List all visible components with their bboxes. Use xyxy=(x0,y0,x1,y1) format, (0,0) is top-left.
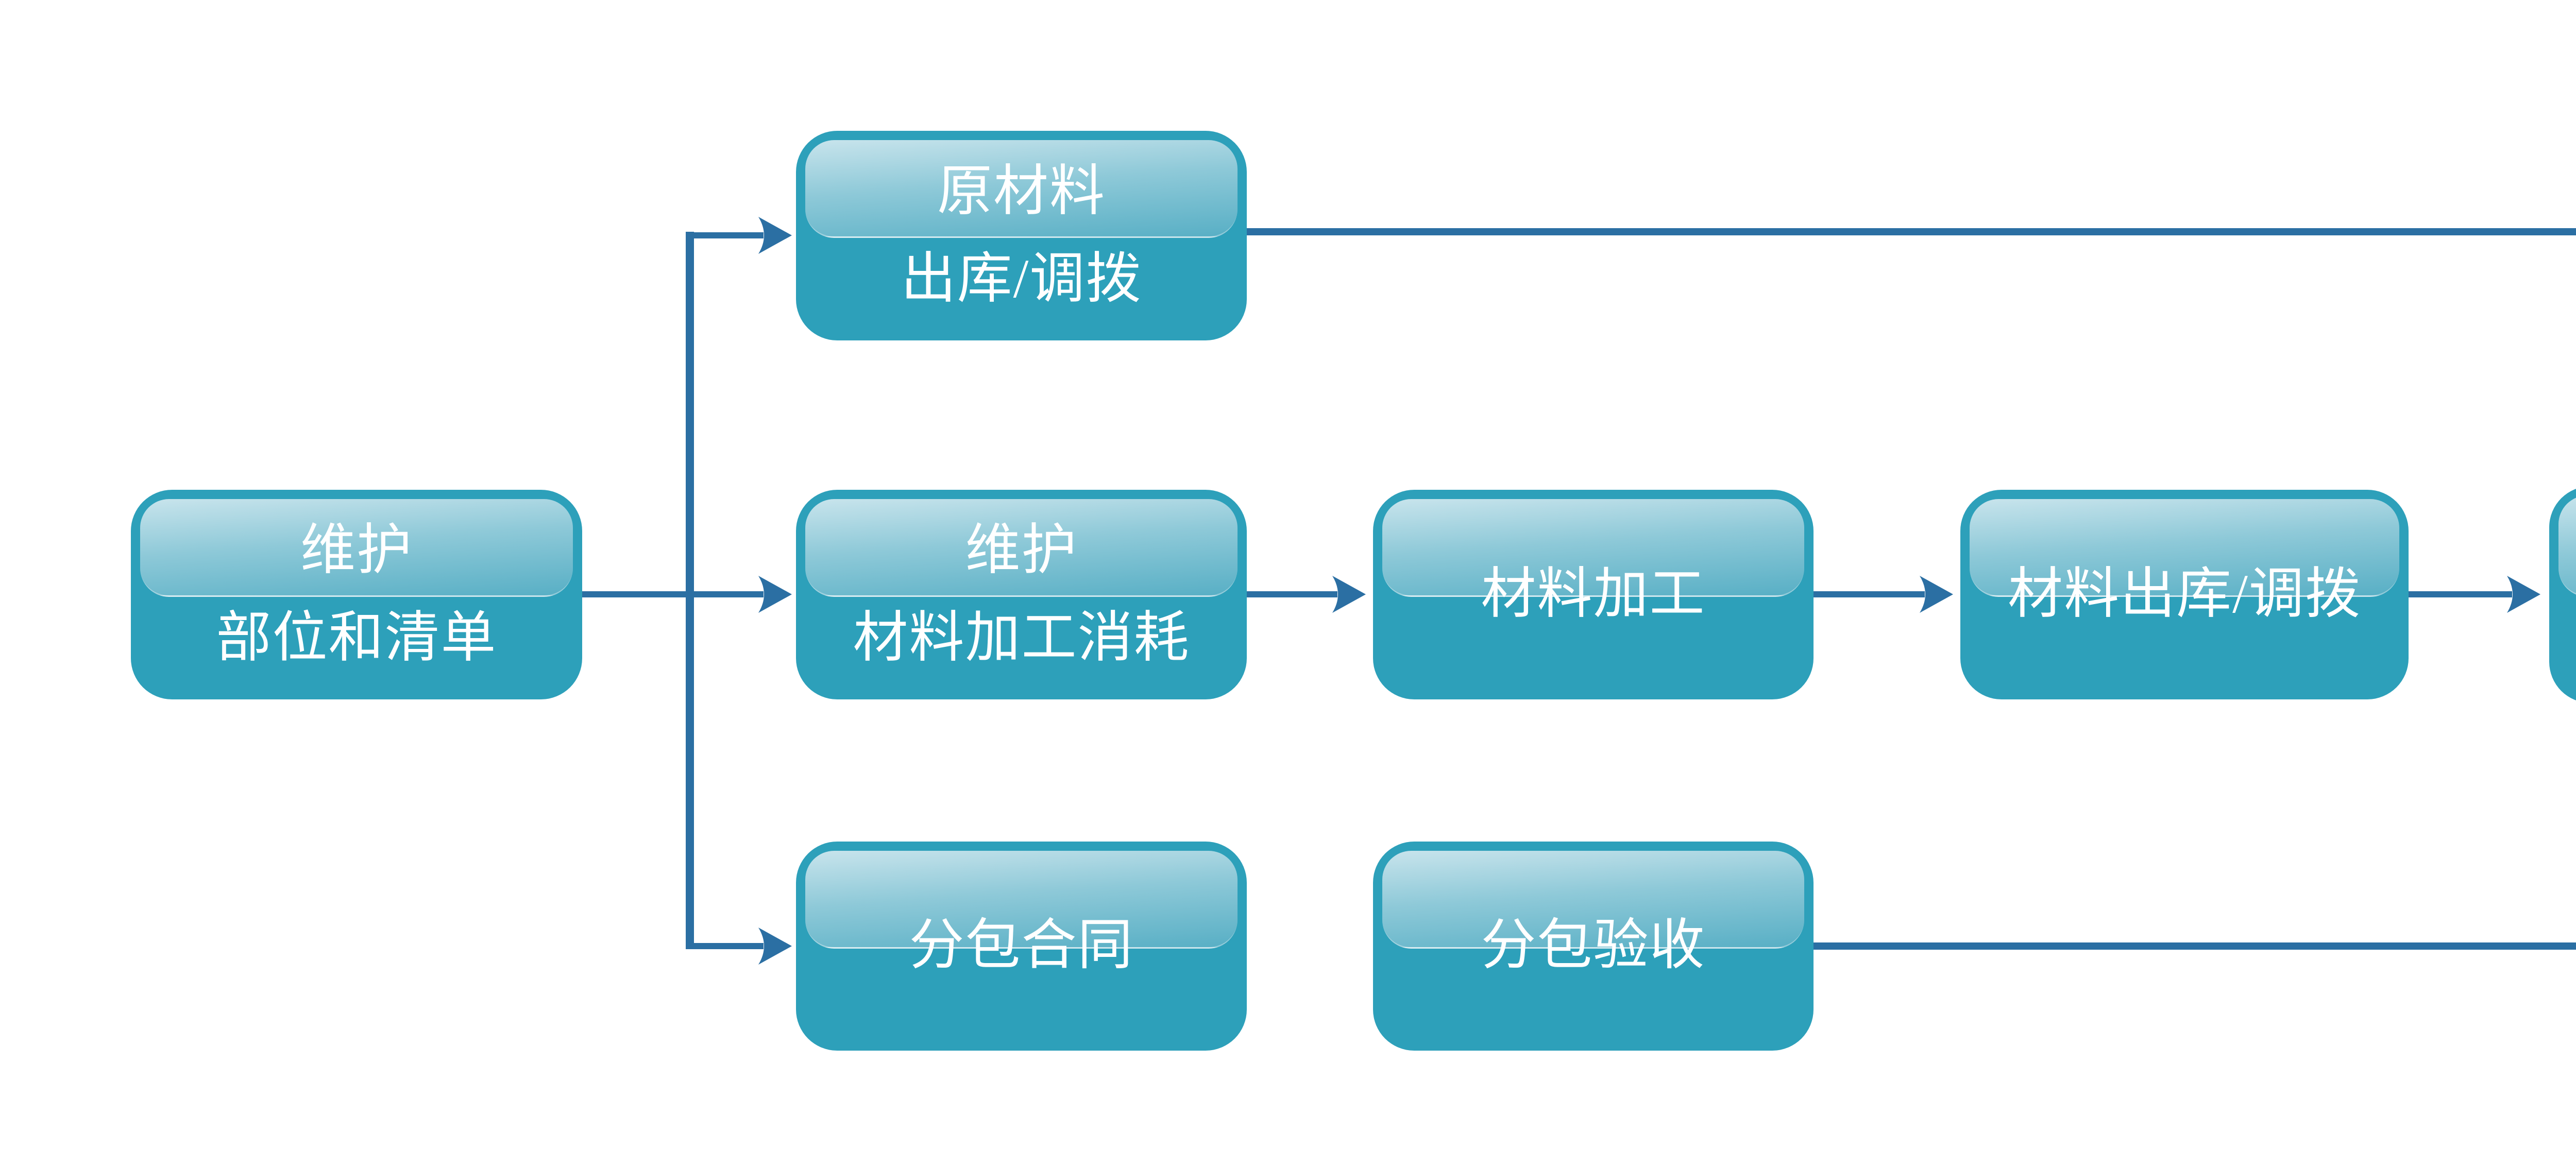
node-material-outbound-transfer: 材料出库/调拨 xyxy=(1960,490,2409,699)
node-label: 分包合同 xyxy=(909,915,1134,976)
arrowhead-into-progress-left xyxy=(2507,576,2540,613)
node-maintain-parts-list: 维护 部位和清单 xyxy=(131,490,582,699)
arrowhead-into-raw-material xyxy=(758,217,792,254)
gloss-highlight xyxy=(1382,499,1804,597)
node-label: 材料出库/调拨 xyxy=(2008,563,2361,625)
gloss-highlight xyxy=(140,499,573,597)
node-label: 维护 材料加工消耗 xyxy=(853,520,1190,668)
gloss-highlight xyxy=(805,140,1238,238)
node-label: 维护 部位和清单 xyxy=(216,520,497,668)
arrowhead-into-maintain-consume xyxy=(758,576,792,613)
node-label: 原材料 出库/调拨 xyxy=(901,161,1142,310)
node-subcontract-contract: 分包合同 xyxy=(796,842,1247,1051)
gloss-highlight xyxy=(1970,499,2399,597)
node-raw-material-outbound: 原材料 出库/调拨 xyxy=(796,131,1247,340)
arrowhead-into-material-processing xyxy=(1332,576,1366,613)
route-bottom-line xyxy=(1814,942,2576,950)
arrowhead-into-subcontract xyxy=(758,928,792,965)
node-label: 工程进度分析 xyxy=(2549,486,2576,703)
gloss-highlight xyxy=(805,851,1238,949)
node-subcontract-acceptance: 分包验收 xyxy=(1373,842,1814,1051)
node-material-processing: 材料加工 xyxy=(1373,490,1814,699)
node-maintenance-material-consumption: 维护 材料加工消耗 xyxy=(796,490,1247,699)
route-top-line xyxy=(1247,228,2576,235)
node-label: 材料加工 xyxy=(1481,563,1706,625)
arrowhead-into-material-outbound xyxy=(1920,576,1953,613)
node-project-progress-analysis: 工程进度分析 xyxy=(2549,486,2576,703)
gloss-highlight xyxy=(1382,851,1804,949)
gloss-highlight xyxy=(805,499,1238,597)
node-label: 分包验收 xyxy=(1481,915,1706,976)
